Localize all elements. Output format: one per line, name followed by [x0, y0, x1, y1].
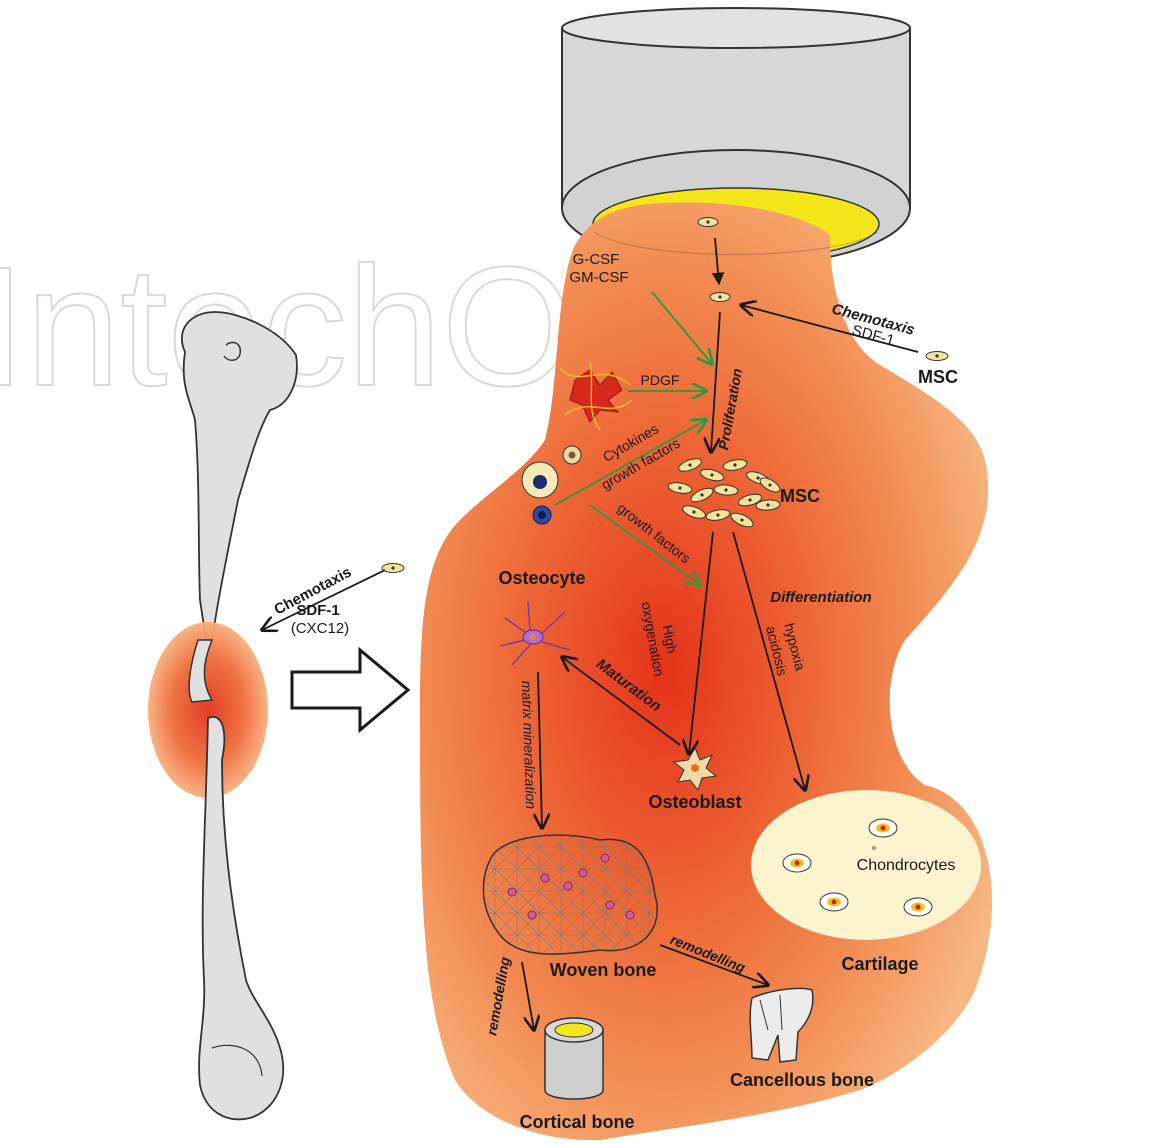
label-g-csf: G-CSF: [573, 251, 620, 268]
label-pdgf: PDGF: [641, 372, 680, 388]
label-gm-csf: GM-CSF: [569, 269, 628, 286]
label-cartilage: Cartilage: [841, 954, 918, 974]
label-cancellous-bone: Cancellous bone: [730, 1070, 874, 1090]
label-osteocyte: Osteocyte: [498, 568, 585, 588]
label-differentiation: Differentiation: [770, 589, 871, 606]
label-cortical-bone: Cortical bone: [519, 1112, 634, 1132]
label-woven-bone: Woven bone: [550, 960, 657, 980]
label-sdf1-left: SDF-1: [296, 602, 339, 619]
femur-bone: [148, 312, 297, 1119]
hollow-arrow: [292, 650, 408, 730]
label-osteoblast: Osteoblast: [648, 792, 741, 812]
label-msc-cluster: MSC: [780, 486, 820, 506]
cortical-bone-icon: [545, 1018, 603, 1099]
woven-bone-icon: [483, 835, 657, 954]
label-msc-outside: MSC: [918, 367, 958, 387]
label-cxc12: (CXC12): [291, 620, 349, 637]
label-chondrocytes: Chondrocytes: [857, 857, 956, 874]
